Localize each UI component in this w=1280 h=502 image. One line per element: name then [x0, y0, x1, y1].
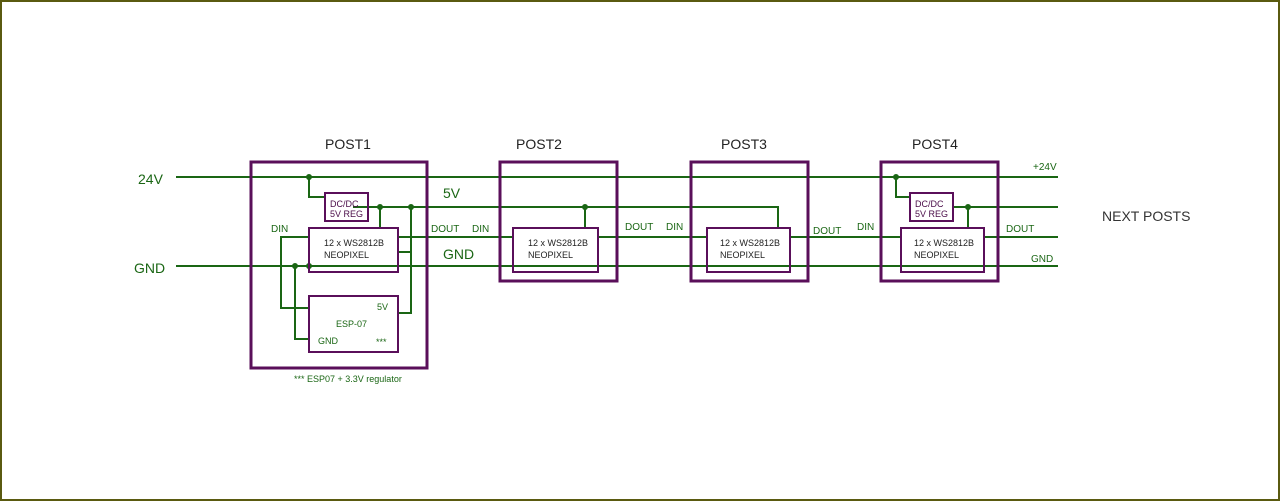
post1-reg-line1: DC/DC — [330, 199, 359, 209]
wire-5v-rail — [353, 206, 779, 228]
junction-dot — [965, 204, 971, 210]
pin-dout-post1: DOUT — [431, 224, 459, 235]
components — [308, 192, 985, 353]
post1-regulator — [324, 192, 369, 222]
esp-pin-5v: 5V — [377, 302, 388, 312]
wire-p1-esp-gnd — [294, 266, 309, 340]
junction-dot — [408, 204, 414, 210]
post4-neopixel — [900, 227, 985, 273]
post4-reg-line1: DC/DC — [915, 199, 944, 209]
post3-title: POST3 — [721, 136, 767, 152]
post4-reg-line2: 5V REG — [915, 209, 948, 219]
label-plus24v: +24V — [1033, 162, 1057, 173]
junction-dot — [893, 174, 899, 180]
label-24v: 24V — [138, 171, 164, 187]
pin-dout-post3: DOUT — [813, 226, 841, 237]
label-gnd-right: GND — [1031, 254, 1053, 265]
junction-dot — [377, 204, 383, 210]
post4-box — [879, 160, 1000, 283]
junction-dot — [582, 204, 588, 210]
pin-din-post1: DIN — [271, 224, 288, 235]
post2-box — [498, 160, 619, 283]
wire-p4-24v-reg — [895, 177, 910, 198]
junction-dot — [292, 263, 298, 269]
post3-neo-line2: NEOPIXEL — [720, 250, 765, 260]
next-posts-label: NEXT POSTS — [1102, 208, 1190, 224]
post3-neo-line1: 12 x WS2812B — [720, 238, 780, 248]
wire-p1-24v-reg — [308, 177, 325, 198]
junction-dot — [306, 174, 312, 180]
pin-dout-post2: DOUT — [625, 222, 653, 233]
esp-stars: *** — [376, 337, 387, 347]
esp-pin-gnd: GND — [318, 336, 339, 346]
label-5v: 5V — [443, 185, 461, 201]
pin-din-post2: DIN — [472, 224, 489, 235]
post2-title: POST2 — [516, 136, 562, 152]
post4-neo-line2: NEOPIXEL — [914, 250, 959, 260]
pin-din-post4: DIN — [857, 222, 874, 233]
post1-esp07 — [308, 295, 399, 353]
post4-neo-line1: 12 x WS2812B — [914, 238, 974, 248]
post2-neopixel — [512, 227, 599, 273]
post1-reg-line2: 5V REG — [330, 209, 363, 219]
post4-regulator — [909, 192, 954, 222]
post1-neo-line1: 12 x WS2812B — [324, 238, 384, 248]
post-boxes — [249, 160, 1000, 370]
post2-neo-line1: 12 x WS2812B — [528, 238, 588, 248]
label-gnd: GND — [134, 260, 165, 276]
post3-box — [689, 160, 810, 283]
wires — [176, 176, 1058, 340]
post3-neopixel — [706, 227, 791, 273]
post2-neo-line2: NEOPIXEL — [528, 250, 573, 260]
post1-title: POST1 — [325, 136, 371, 152]
post1-neopixel — [308, 227, 399, 273]
wire-p1-esp-5v — [397, 252, 412, 314]
post4-title: POST4 — [912, 136, 958, 152]
footnote: *** ESP07 + 3.3V regulator — [294, 374, 402, 384]
pin-din-post3: DIN — [666, 222, 683, 233]
label-gnd-mid: GND — [443, 246, 474, 262]
post1-box — [249, 160, 429, 370]
pin-dout-post4: DOUT — [1006, 224, 1034, 235]
post1-neo-line2: NEOPIXEL — [324, 250, 369, 260]
junctions — [292, 174, 971, 269]
esp-name: ESP-07 — [336, 319, 367, 329]
